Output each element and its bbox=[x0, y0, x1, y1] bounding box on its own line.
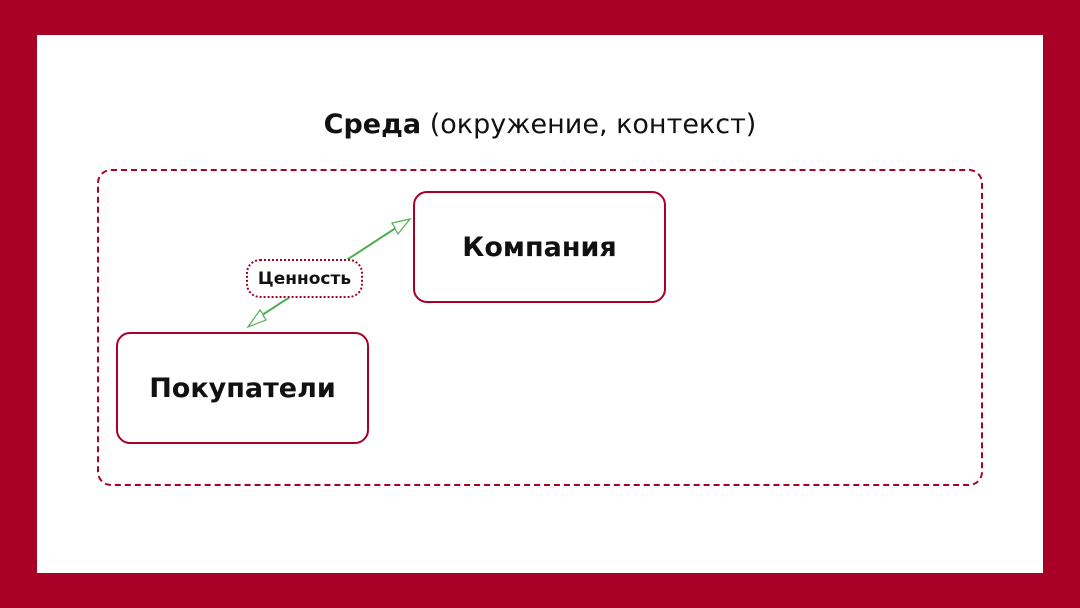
value-badge: Ценность bbox=[246, 259, 363, 298]
buyers-box: Покупатели bbox=[116, 332, 369, 444]
value-label: Ценность bbox=[257, 268, 352, 289]
company-box: Компания bbox=[413, 191, 666, 303]
double-arrow-shape bbox=[246, 218, 412, 329]
slide-title: Среда (окружение, контекст) bbox=[0, 109, 1080, 140]
title-environment: Среда bbox=[323, 109, 422, 140]
environment-frame bbox=[97, 169, 983, 486]
buyers-label: Покупатели bbox=[149, 372, 336, 404]
slide-background bbox=[37, 35, 1043, 573]
title-subtitle: (окружение, контекст) bbox=[429, 109, 757, 140]
company-label: Компания bbox=[462, 231, 617, 263]
